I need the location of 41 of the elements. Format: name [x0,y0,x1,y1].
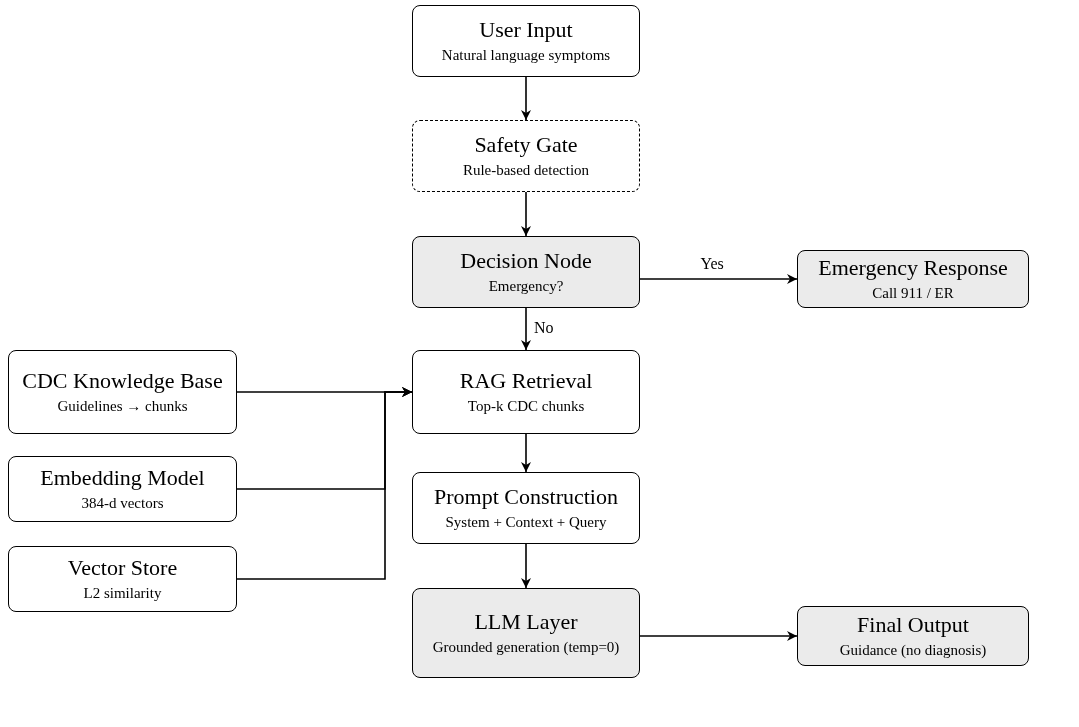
box-subtitle: Guidance (no diagnosis) [839,641,987,660]
process-box [412,5,640,77]
box-subtitle: L2 similarity [83,584,162,603]
dashed-process-box [412,120,640,192]
process-box [412,350,640,434]
arrow [521,307,531,351]
arrow [236,387,413,580]
process-box [8,350,237,434]
box-title: CDC Knowledge Base [22,368,223,393]
arrow [521,543,531,589]
box-title: User Input [479,17,573,42]
shaded-process-box [797,250,1029,308]
box-subtitle: Call 911 / ER [872,284,954,303]
box-title: Decision Node [460,248,592,273]
box-subtitle: 384-d vectors [81,494,164,513]
arrow [639,631,798,641]
box-title: LLM Layer [474,609,578,634]
box-subtitle: Guidelines → chunks [57,397,188,416]
box-title: Safety Gate [474,132,578,157]
shaded-process-box [412,588,640,678]
process-box [8,546,237,612]
shaded-process-box [797,606,1029,666]
shaded-process-box [412,236,640,308]
box-title: Vector Store [67,555,178,580]
box-subtitle: Top-k CDC chunks [467,397,585,416]
arrow [521,191,531,237]
box-subtitle: System + Context + Query [445,513,607,532]
box-subtitle: Natural language symptoms [441,46,611,65]
arrow [639,274,798,284]
arrow [521,76,531,121]
box-subtitle: Grounded generation (temp=0) [432,638,620,657]
box-title: Emergency Response [818,255,1008,280]
box-title: Embedding Model [40,465,205,490]
box-subtitle: Rule-based detection [462,161,590,180]
box-title: RAG Retrieval [459,368,593,393]
process-box [8,456,237,522]
box-title: Final Output [857,612,969,637]
box-title: Prompt Construction [434,484,618,509]
arrow [521,433,531,473]
box-subtitle: Emergency? [488,277,564,296]
process-box [412,472,640,544]
